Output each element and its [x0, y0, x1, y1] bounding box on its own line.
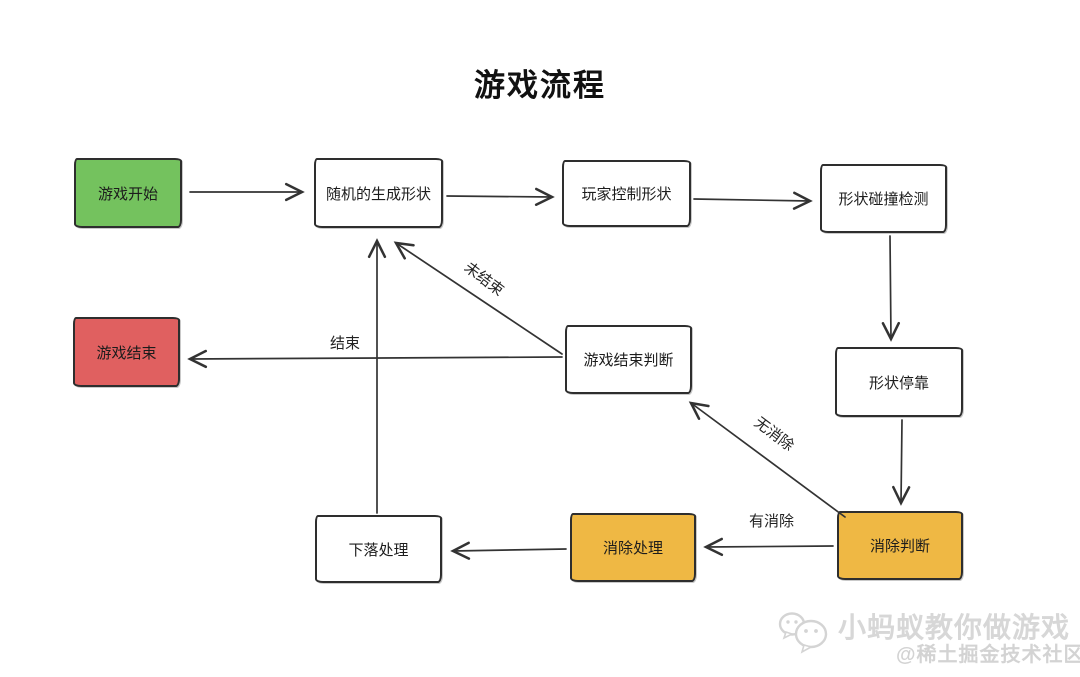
node-collision-detect: 形状碰撞检测: [820, 164, 947, 233]
node-game-start-label: 游戏开始: [97, 185, 158, 203]
edge-label-has-elim: 有消除: [749, 513, 795, 530]
arrow-elim-judge-to-elim-process: [703, 537, 834, 557]
arrow-control-to-collision: [693, 191, 813, 210]
arrow-end-judge-to-game-over: [187, 349, 563, 369]
node-elim-process-label: 消除处理: [602, 540, 663, 557]
node-player-control-label: 玩家控制形状: [581, 186, 672, 203]
node-generate-shape-label: 随机的生成形状: [325, 185, 431, 203]
watermark: 小蚂蚁教你做游戏 @稀土掘金技术社区: [776, 604, 1080, 670]
node-player-control: 玩家控制形状: [562, 160, 691, 227]
arrow-generate-to-control: [446, 187, 555, 207]
watermark-text: 小蚂蚁教你做游戏: [838, 612, 1071, 643]
node-end-judge: 游戏结束判断: [565, 325, 692, 394]
watermark-community-text: @稀土掘金技术社区: [896, 644, 1080, 666]
edge-label-no-elim: 无消除: [750, 413, 797, 455]
arrow-dock-to-elim-judge: [892, 419, 911, 506]
node-elim-judge: 消除判断: [837, 511, 963, 580]
node-shape-dock-label: 形状停靠: [868, 374, 929, 392]
arrow-end-judge-to-generate: [393, 241, 563, 355]
edge-label-not-end: 未结束: [460, 258, 507, 300]
node-game-start: 游戏开始: [74, 158, 182, 228]
edge-label-end: 结束: [330, 335, 361, 352]
diagram-title: 游戏流程: [474, 68, 606, 103]
node-collision-detect-label: 形状碰撞检测: [838, 191, 929, 208]
wechat-icon: [778, 612, 828, 654]
node-game-over-label: 游戏结束: [96, 344, 157, 362]
node-fall-process-label: 下落处理: [348, 541, 409, 559]
node-elim-process: 消除处理: [570, 513, 696, 582]
node-elim-judge-label: 消除判断: [869, 538, 930, 555]
node-generate-shape: 随机的生成形状: [314, 158, 443, 228]
node-fall-process: 下落处理: [315, 515, 442, 583]
node-game-over: 游戏结束: [73, 317, 180, 387]
arrow-elim-process-to-fall: [450, 541, 567, 560]
node-shape-dock: 形状停靠: [835, 347, 963, 417]
node-end-judge-label: 游戏结束判断: [583, 352, 674, 369]
arrow-collision-to-dock: [881, 235, 901, 342]
